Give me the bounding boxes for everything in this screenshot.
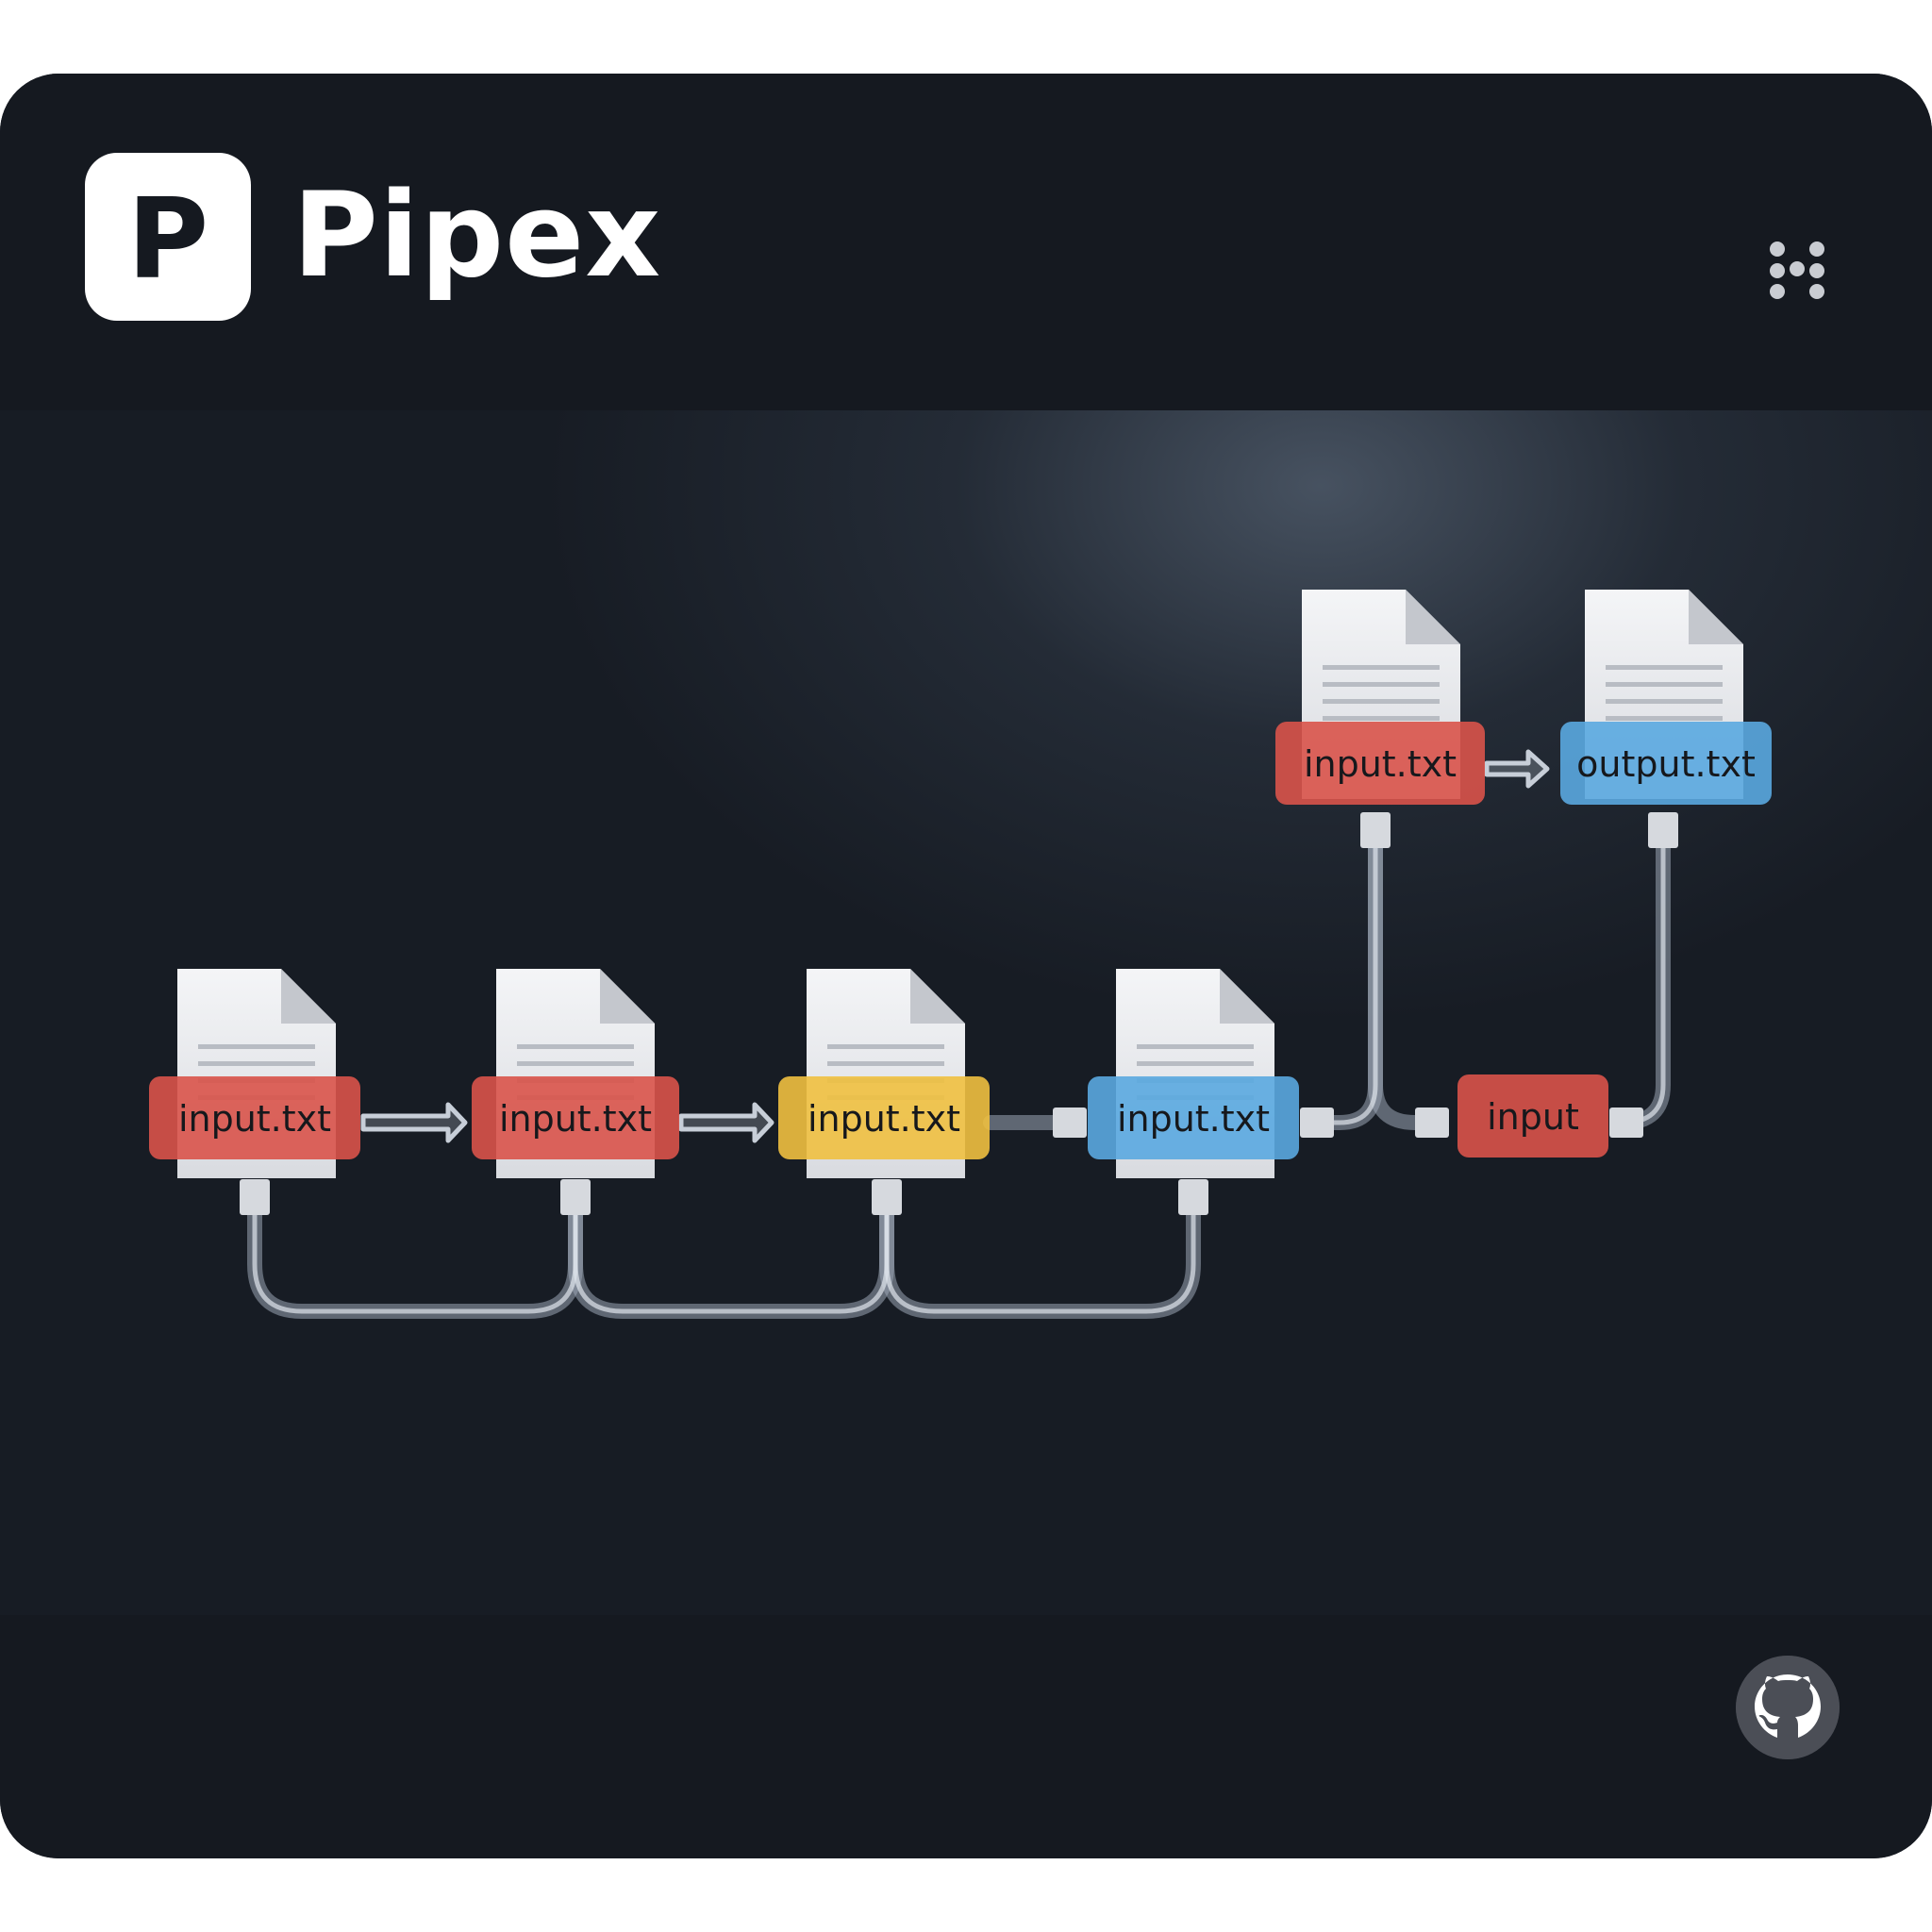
file-node-bottom-3[interactable]: input.txt bbox=[778, 1076, 990, 1159]
connector-node[interactable]: input bbox=[1457, 1074, 1608, 1158]
app-card: P Pipex bbox=[0, 74, 1932, 1858]
logo-letter: P bbox=[126, 174, 209, 304]
file-node-top-1-text: input.txt bbox=[1304, 743, 1457, 785]
file-node-top-2-text: output.txt bbox=[1576, 743, 1756, 785]
grid-dots-icon[interactable] bbox=[1768, 240, 1834, 306]
file-node-top-2[interactable]: output.txt bbox=[1560, 722, 1772, 805]
pipeline-canvas: input.txt input.txt input.txt input.txt inpu… bbox=[0, 410, 1932, 1615]
header-bar: P Pipex bbox=[0, 74, 1932, 410]
file-node-bottom-4-text: input.txt bbox=[1117, 1098, 1270, 1140]
file-node-bottom-3-text: input.txt bbox=[808, 1098, 960, 1140]
app-title: Pipex bbox=[292, 168, 662, 304]
bottom-pipe-network bbox=[247, 1181, 1201, 1319]
footer-bar bbox=[0, 1615, 1932, 1858]
file-node-bottom-2-text: input.txt bbox=[499, 1098, 652, 1140]
pipeline-diagram: input.txt input.txt input.txt input.txt inpu… bbox=[149, 590, 1772, 1319]
connector-node-text: input bbox=[1487, 1096, 1579, 1138]
file-node-bottom-4[interactable]: input.txt bbox=[1088, 1076, 1299, 1159]
file-labels: input.txt input.txt input.txt input.txt inpu… bbox=[149, 722, 1772, 1159]
file-node-bottom-1[interactable]: input.txt bbox=[149, 1076, 360, 1159]
file-node-bottom-1-text: input.txt bbox=[178, 1098, 331, 1140]
flow-arrows bbox=[360, 749, 1550, 1143]
file-node-bottom-2[interactable]: input.txt bbox=[472, 1076, 679, 1159]
file-node-top-1[interactable]: input.txt bbox=[1275, 722, 1485, 805]
pipe-joints bbox=[240, 812, 1678, 1215]
app-logo: P bbox=[85, 153, 251, 321]
github-icon[interactable] bbox=[1736, 1656, 1840, 1759]
